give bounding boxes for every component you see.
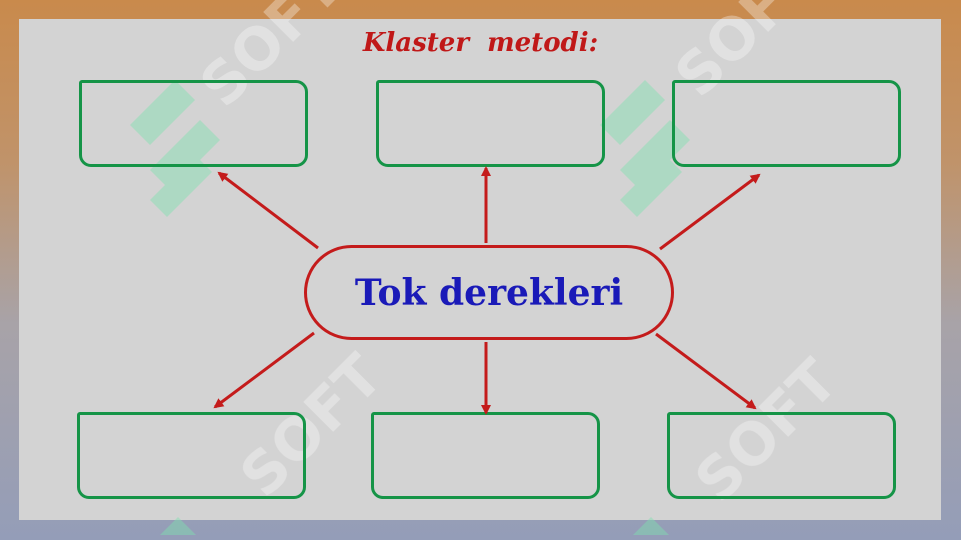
box-top-left (79, 80, 308, 167)
arrow-bottom-left (213, 331, 315, 409)
box-top-middle (376, 80, 605, 167)
arrow-top-left (217, 171, 319, 250)
box-bottom-left (77, 412, 306, 499)
arrow-bottom-right (655, 332, 757, 410)
diagram-title: Klaster metodi: (362, 28, 599, 58)
arrow-top-right (659, 173, 761, 251)
center-label: Tok derekleri (354, 271, 624, 314)
box-bottom-right (667, 412, 896, 499)
box-top-right (672, 80, 901, 167)
center-node: Tok derekleri (304, 245, 674, 340)
